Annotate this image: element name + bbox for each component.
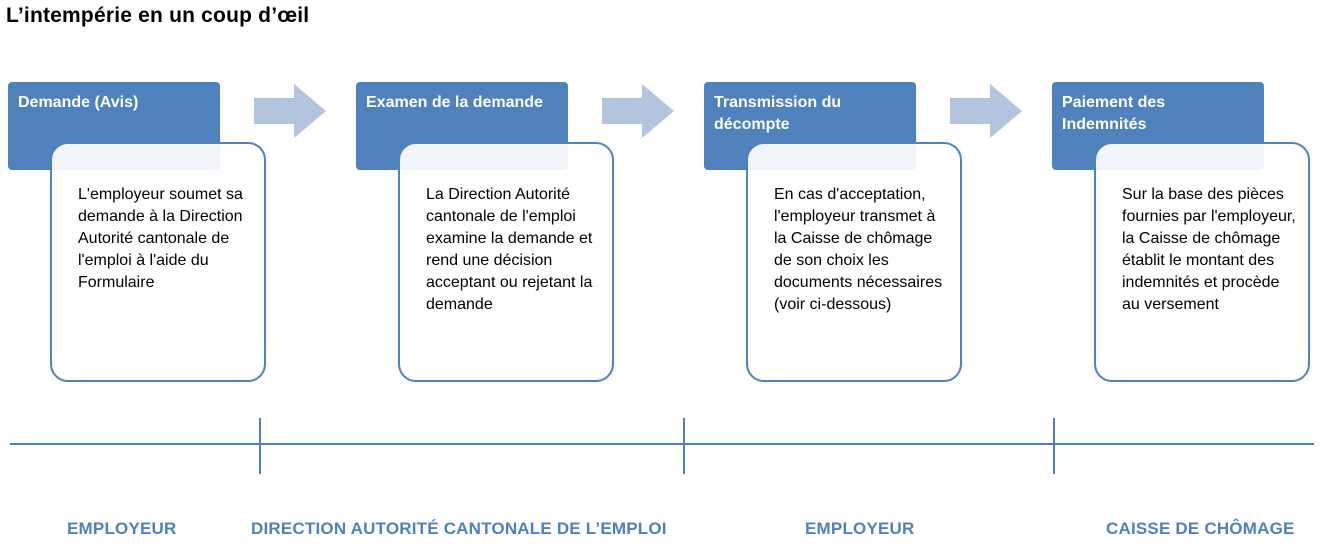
step-description: L'employeur soumet sa demande à la Direc…: [50, 142, 266, 382]
process-step-transmission: Transmission du décompte En cas d'accept…: [704, 82, 966, 384]
arrow-right-icon: [950, 84, 1022, 138]
step-description: Sur la base des pièces fournies par l'em…: [1094, 142, 1310, 382]
process-step-examen: Examen de la demande La Direction Autori…: [356, 82, 618, 384]
lane-label-direction: DIRECTION AUTORITÉ CANTONALE DE L’EMPLOI: [251, 519, 667, 538]
arrow-right-icon: [254, 84, 326, 138]
process-step-demande: Demande (Avis) L'employeur soumet sa dem…: [8, 82, 270, 384]
lane-label-caisse: CAISSE DE CHÔMAGE: [1106, 519, 1295, 538]
arrow-right-icon: [602, 84, 674, 138]
lane-label-employeur: EMPLOYEUR: [805, 519, 915, 538]
process-step-paiement: Paiement des Indemnités Sur la base des …: [1052, 82, 1314, 384]
timeline: [10, 418, 1314, 474]
page-title: L’intempérie en un coup d’œil: [6, 4, 310, 27]
step-description: La Direction Autorité cantonale de l'emp…: [398, 142, 614, 382]
lane-label-employeur: EMPLOYEUR: [67, 519, 177, 538]
step-description: En cas d'acceptation, l'employeur transm…: [746, 142, 962, 382]
